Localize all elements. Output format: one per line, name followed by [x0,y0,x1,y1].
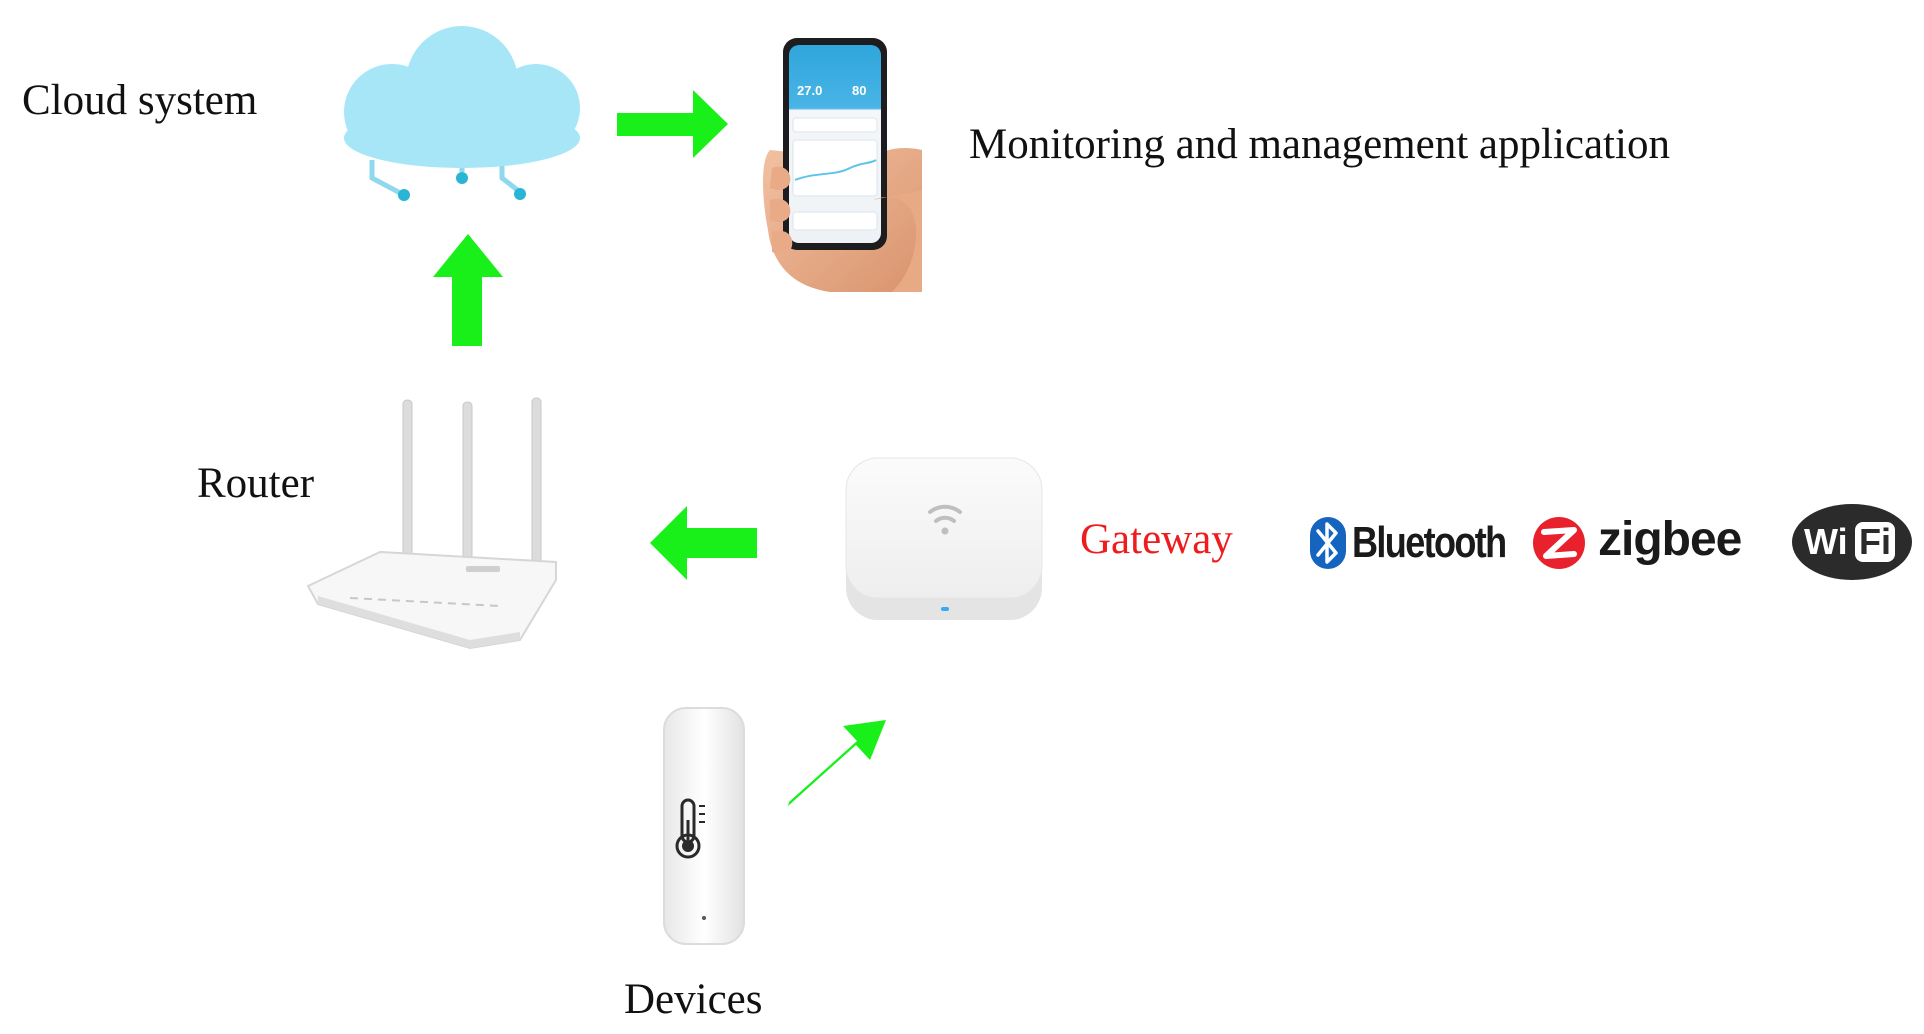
arrow-cloud-to-phone [617,90,728,158]
cloud-icon [344,26,580,201]
arrow-router-to-cloud [433,234,503,346]
bluetooth-wordmark: Bluetooth [1352,518,1507,567]
router-label: Router [197,460,315,507]
router-icon [306,397,557,650]
wifi-icon [1792,504,1912,580]
cloud-system-label: Cloud system [22,77,258,124]
phone-reading-right: 80 [852,83,866,98]
wifi-wordmark-wi: Wi [1804,521,1848,562]
zigbee-wordmark: zigbee [1598,513,1742,566]
devices-label: Devices [624,976,763,1023]
wifi-wordmark-fi: Fi [1859,521,1891,562]
sensor-device-icon [663,707,745,945]
gateway-hub-icon [845,457,1043,620]
gateway-label: Gateway [1080,516,1233,563]
smartphone-icon: 27.0 80 [763,38,922,292]
arrow-gateway-to-router [650,506,757,580]
bluetooth-icon [1310,517,1346,569]
phone-reading-left: 27.0 [797,83,822,98]
zigbee-icon [1533,517,1585,569]
application-label: Monitoring and management application [969,121,1670,168]
arrow-device-to-gateway [788,720,886,806]
